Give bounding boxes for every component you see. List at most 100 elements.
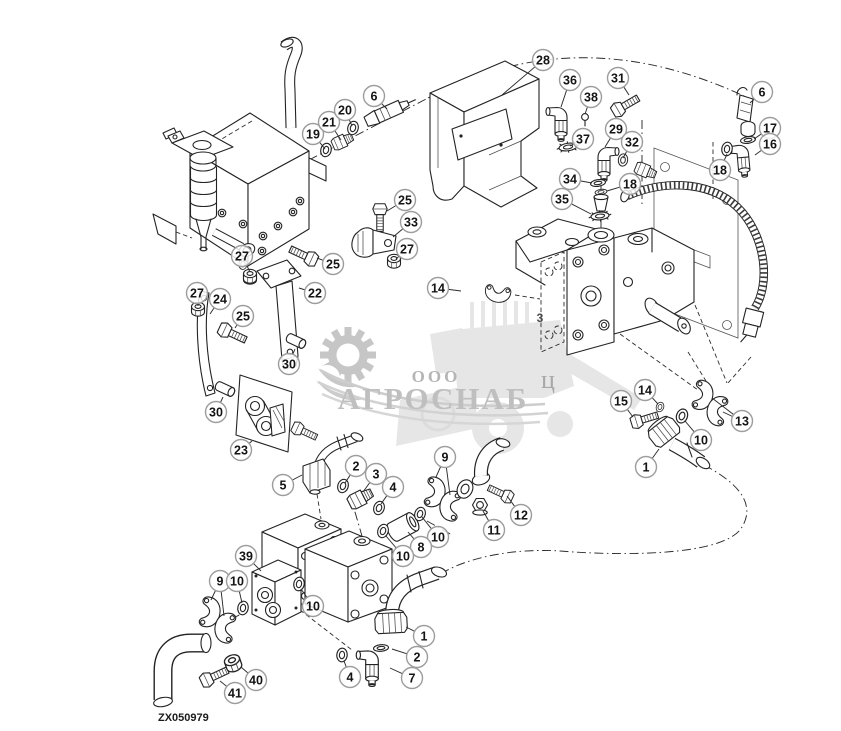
callout-number: 18 xyxy=(623,177,637,191)
callout-number: 7 xyxy=(409,671,416,685)
callout-circle xyxy=(393,188,417,212)
callout-circle xyxy=(399,210,423,234)
callout-circle xyxy=(381,475,405,499)
callout-22-22: 22 xyxy=(298,281,327,305)
washer-35 xyxy=(587,209,613,223)
callout-24-25: 24 xyxy=(208,287,232,315)
callout-circle xyxy=(400,666,424,690)
hose-elbow-1-right xyxy=(647,415,711,470)
callout-leader xyxy=(238,591,243,604)
callout-circle xyxy=(223,681,247,705)
callout-leader xyxy=(381,103,388,110)
callout-leader xyxy=(421,516,432,530)
callout-circle xyxy=(426,276,450,300)
callout-17-15: 17 xyxy=(753,116,782,140)
callout-9-35: 9 xyxy=(433,445,457,496)
callout-circle xyxy=(338,665,362,689)
callout-number: 10 xyxy=(431,530,445,544)
callout-leader xyxy=(391,648,408,655)
hose-elbow-1-bottom xyxy=(374,566,448,635)
callout-leader xyxy=(754,149,762,156)
callout-14-42: 14 xyxy=(633,378,659,405)
suction-filter xyxy=(162,127,234,252)
callout-circle xyxy=(185,281,209,305)
callout-leader xyxy=(300,588,308,598)
callout-leader xyxy=(722,411,733,417)
callout-13-43: 13 xyxy=(711,397,754,433)
callout-circle xyxy=(333,98,357,122)
callout-leader xyxy=(445,467,451,496)
bracket-22 xyxy=(256,259,302,370)
callout-circle xyxy=(758,132,782,156)
callout-number: 21 xyxy=(322,115,336,129)
callout-number: 25 xyxy=(326,257,340,271)
callout-leader xyxy=(395,255,400,260)
callout-32-10: 32 xyxy=(620,130,644,159)
callout-circle xyxy=(689,428,713,452)
callout-25-26: 25 xyxy=(231,304,255,329)
callout-number: 10 xyxy=(306,599,320,613)
elbow-36 xyxy=(545,106,568,142)
callout-number: 5 xyxy=(280,478,287,492)
callout-19-0: 19 xyxy=(301,122,326,150)
callout-40-50: 40 xyxy=(240,666,268,692)
callout-21-1: 21 xyxy=(317,110,342,141)
clamp-14 xyxy=(483,283,513,305)
callout-leader xyxy=(292,348,296,355)
callout-circle xyxy=(277,352,301,376)
callout-leader xyxy=(407,531,415,540)
main-hydraulic-pump xyxy=(515,218,695,356)
oring-2a xyxy=(335,477,351,495)
callout-leader xyxy=(560,89,568,108)
oring-32 xyxy=(617,152,629,168)
callout-number: 40 xyxy=(249,673,263,687)
callout-number: 36 xyxy=(563,73,577,87)
callout-number: 27 xyxy=(235,249,249,263)
callout-circle xyxy=(482,518,506,542)
watermark-company-prefix: ООО xyxy=(412,367,461,386)
callout-circle xyxy=(609,389,633,413)
callout-circle xyxy=(364,462,388,486)
elbow-29 xyxy=(597,146,620,182)
callout-number: 32 xyxy=(625,135,639,149)
callout-circle xyxy=(618,172,642,196)
callout-number: 38 xyxy=(584,90,598,104)
callout-number: 4 xyxy=(347,670,354,684)
shield-bracket-28 xyxy=(429,60,540,208)
wiring-harness xyxy=(620,180,769,343)
callout-number: 10 xyxy=(694,433,708,447)
callout-circle xyxy=(531,48,555,72)
callout-leader xyxy=(753,133,762,140)
bolt-25a xyxy=(372,203,388,232)
callout-leader xyxy=(651,397,659,405)
callout-11-37: 11 xyxy=(482,510,506,542)
hydraulic-reservoir xyxy=(152,36,327,285)
callout-leader xyxy=(569,143,574,147)
callout-7-54: 7 xyxy=(389,666,424,690)
callout-27-20: 27 xyxy=(395,237,419,261)
callout-10-44: 10 xyxy=(684,420,713,452)
callout-leader xyxy=(506,495,516,507)
callout-28-4: 28 xyxy=(501,48,555,96)
callout-leader xyxy=(220,591,225,617)
callout-number: 6 xyxy=(371,89,378,103)
callout-circle xyxy=(604,117,628,141)
callout-leader xyxy=(435,466,442,478)
callout-leader xyxy=(385,535,397,549)
callout-circle xyxy=(301,594,325,618)
elbow-5 xyxy=(302,432,364,495)
callout-leader xyxy=(501,66,536,96)
callout-number: 1 xyxy=(643,460,650,474)
callout-leader xyxy=(749,98,755,104)
callout-circle xyxy=(708,158,732,182)
callout-number: 37 xyxy=(576,132,590,146)
callout-number: 13 xyxy=(735,414,749,428)
callout-circle xyxy=(271,473,295,497)
callout-circle xyxy=(633,378,657,402)
callout-circle xyxy=(730,409,754,433)
callout-number: 12 xyxy=(514,508,528,522)
callout-circle xyxy=(409,535,433,559)
callout-number: 15 xyxy=(614,394,628,408)
callout-27-23: 27 xyxy=(230,244,254,273)
oring-2b xyxy=(372,643,390,653)
